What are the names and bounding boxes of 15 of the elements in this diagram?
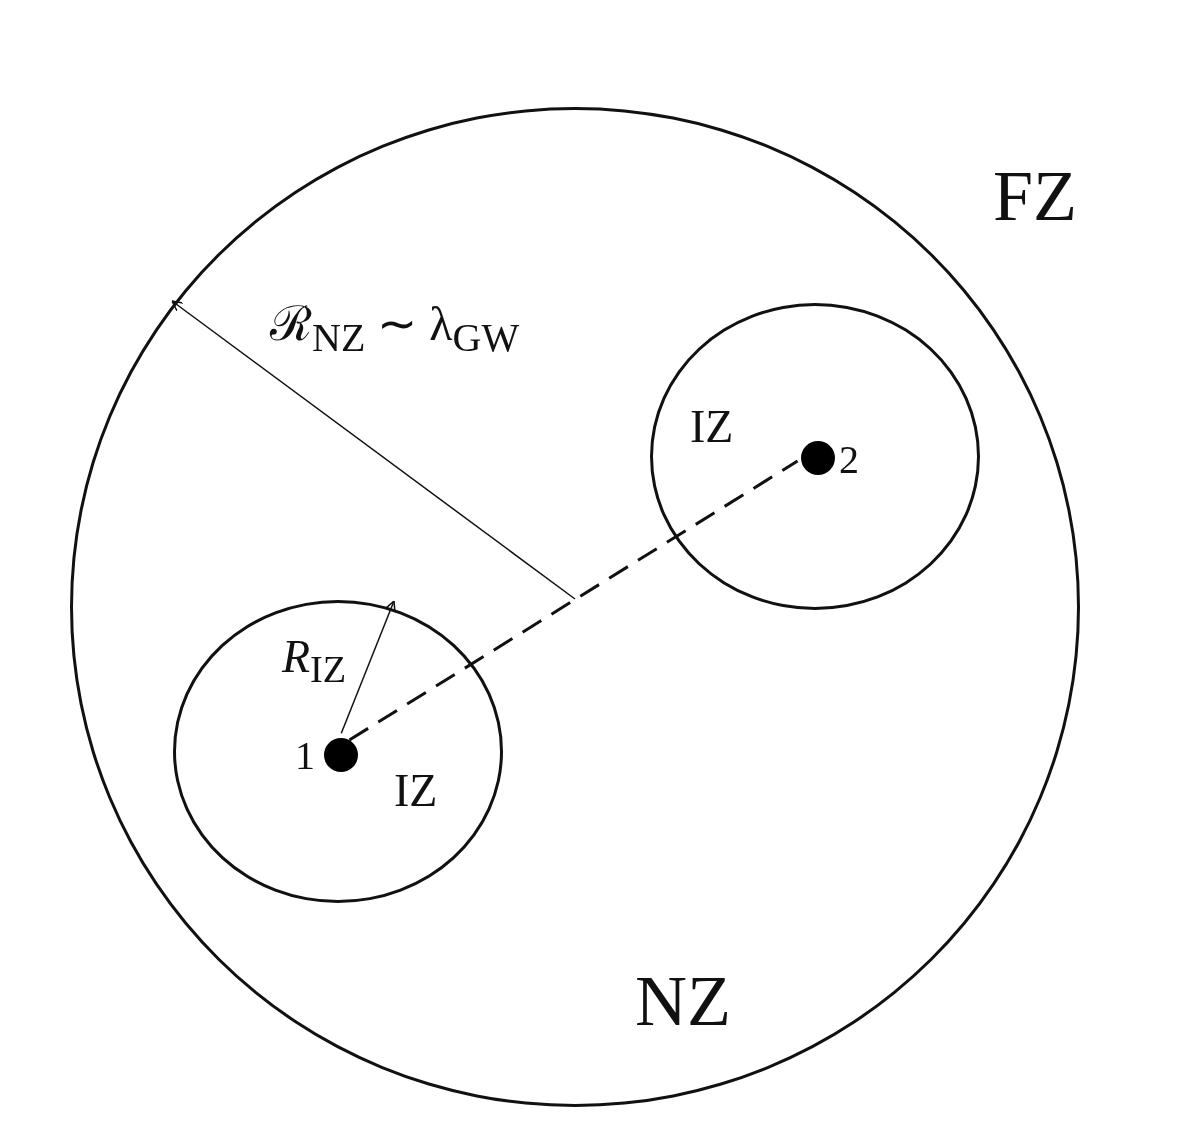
dimension-label: ℛ$_{NZ}$ ∼ λ$_{GW}$	[270, 300, 520, 358]
body-dot	[324, 738, 358, 772]
body-number: 2	[839, 440, 859, 480]
body-dot	[801, 441, 835, 475]
zone-label: NZ	[635, 965, 731, 1037]
radius-arrow	[340, 600, 396, 734]
dimension-label: R$_{IZ}$	[282, 634, 347, 689]
zone-circle	[70, 107, 1080, 1107]
zone-ellipse	[173, 600, 503, 903]
zone-ellipse	[650, 303, 980, 610]
region-label: FZ	[993, 160, 1078, 232]
zone-label: IZ	[394, 768, 438, 814]
zone-label: IZ	[690, 404, 734, 450]
dashed-line	[348, 459, 799, 742]
body-number: 1	[295, 736, 315, 776]
